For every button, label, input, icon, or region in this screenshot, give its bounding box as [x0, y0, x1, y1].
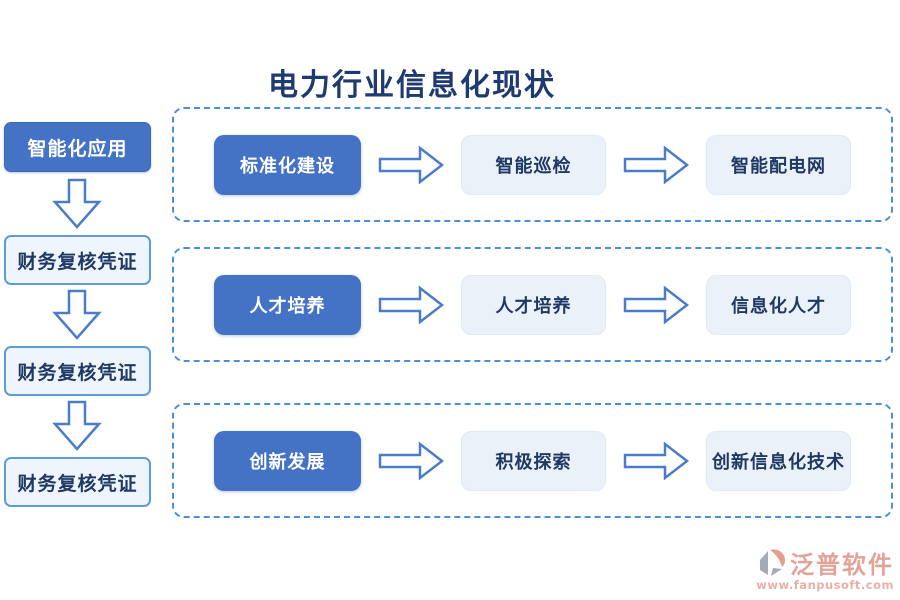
flow-result-box: 智能配电网: [706, 134, 851, 195]
right-arrow-icon: [623, 440, 689, 481]
right-arrow-icon: [623, 144, 689, 185]
flow-row-innovation: 创新发展 积极探索 创新信息化技术: [172, 403, 893, 518]
sidebar-box-finance-voucher-3: 财务复核凭证: [4, 457, 151, 507]
flow-result-box: 创新信息化技术: [706, 430, 851, 491]
down-arrow-icon: [52, 178, 102, 229]
right-arrow-icon: [378, 440, 444, 481]
flow-row-talent: 人才培养 人才培养 信息化人才: [172, 247, 893, 362]
right-arrow-icon: [378, 144, 444, 185]
flow-source-box: 人才培养: [214, 274, 361, 335]
right-arrow-icon: [623, 284, 689, 325]
flow-result-box: 信息化人才: [706, 274, 851, 335]
sidebar-box-finance-voucher-2: 财务复核凭证: [4, 346, 151, 396]
sidebar-box-intelligent-application: 智能化应用: [4, 122, 151, 172]
flow-source-box: 标准化建设: [214, 134, 361, 195]
down-arrow-icon: [52, 400, 102, 451]
flow-row-standardization: 标准化建设 智能巡检 智能配电网: [172, 107, 893, 222]
brand-name: 泛普软件: [790, 551, 894, 579]
flow-step-box: 智能巡检: [461, 134, 606, 195]
flow-source-box: 创新发展: [214, 430, 361, 491]
flow-step-box: 人才培养: [461, 274, 606, 335]
flow-step-box: 积极探索: [461, 430, 606, 491]
watermark: 泛普软件 www.fanpusoft.com: [756, 545, 894, 592]
down-arrow-icon: [52, 289, 102, 340]
sidebar-box-finance-voucher-1: 财务复核凭证: [4, 235, 151, 285]
right-arrow-icon: [378, 284, 444, 325]
brand-logo-icon: [760, 549, 785, 576]
brand-url: www.fanpusoft.com: [756, 578, 894, 592]
page-title: 电力行业信息化现状: [268, 68, 556, 103]
